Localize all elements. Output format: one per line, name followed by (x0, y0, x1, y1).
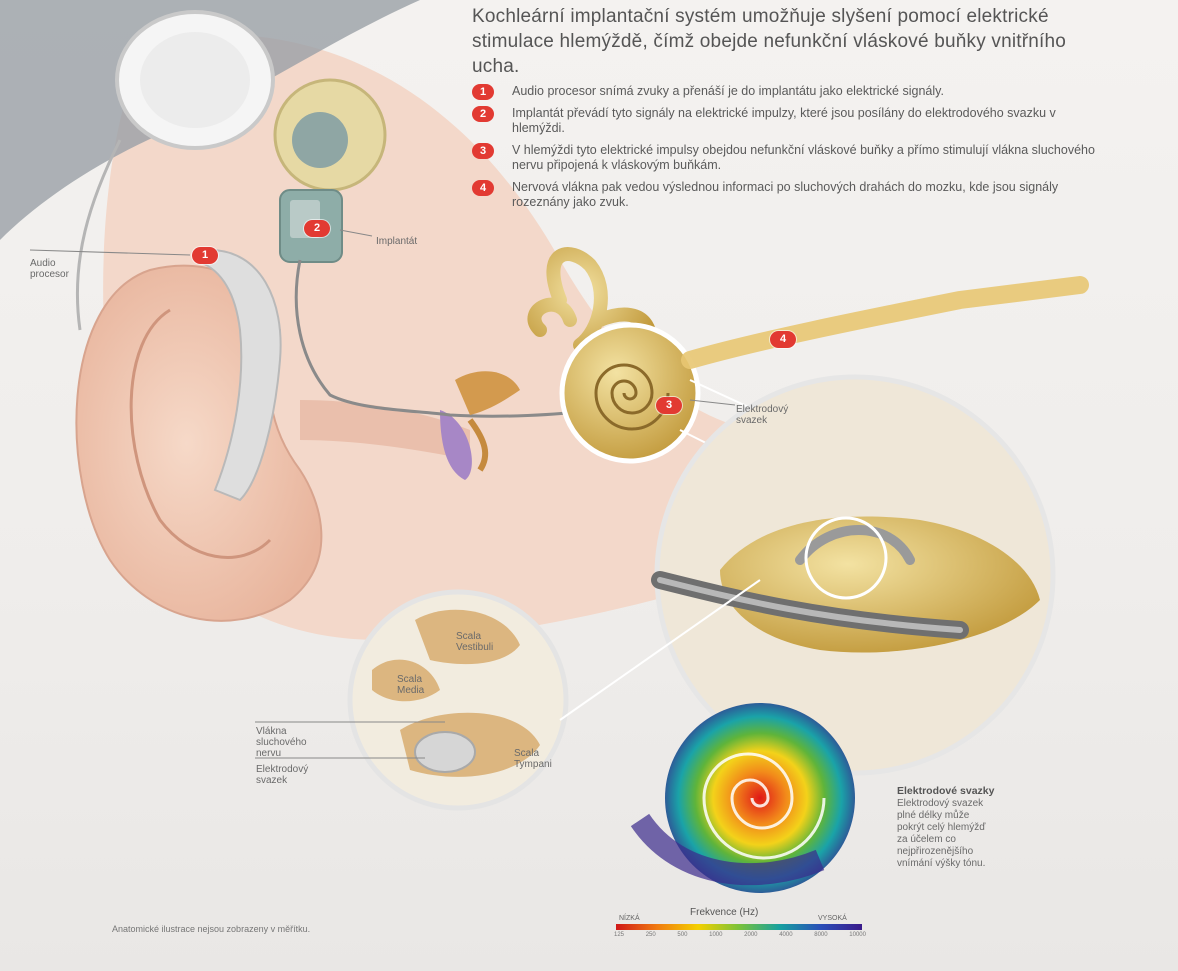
tick-label: 250 (646, 932, 656, 938)
frequency-scale-bar (616, 924, 862, 930)
label-implantat: Implantát (376, 236, 417, 247)
badge-2: 2 (304, 220, 330, 237)
footnote: Anatomické ilustrace nejsou zobrazeny v … (112, 924, 310, 934)
label-elektrodovy-svazek-2: Elektrodový svazek (256, 764, 316, 786)
tick-label: 8000 (814, 932, 827, 938)
tick-label: 500 (677, 932, 687, 938)
frequency-low: NÍZKÁ (619, 915, 640, 922)
step-number: 1 (472, 84, 494, 100)
step-number: 4 (472, 180, 494, 196)
label-scala-tympani: Scala Tympani (514, 748, 564, 770)
label-elektrodovy-svazek: Elektrodový svazek (736, 404, 806, 426)
frequency-ticks: 125 250 500 1000 2000 4000 8000 10000 (614, 932, 866, 938)
badge-1: 1 (192, 247, 218, 264)
step-1: 1 Audio procesor snímá zvuky a přenáší je… (472, 84, 1112, 99)
frequency-high: VYSOKÁ (818, 915, 847, 922)
badge-4: 4 (770, 331, 796, 348)
steps-list: 1 Audio procesor snímá zvuky a přenáší je… (472, 84, 1112, 217)
step-2: 2 Implantát převádí tyto signály na elekt… (472, 106, 1112, 136)
label-audio-procesor: Audio procesor (30, 258, 90, 280)
sidebar-title: Elektrodové svazky (897, 785, 994, 797)
tick-label: 1000 (709, 932, 722, 938)
step-text: Audio procesor snímá zvuky a přenáší je … (512, 84, 944, 98)
tick-label: 2000 (744, 932, 757, 938)
label-scala-vestibuli: Scala Vestibuli (456, 631, 506, 653)
tick-label: 10000 (849, 932, 866, 938)
badge-3: 3 (656, 397, 682, 414)
frequency-title: Frekvence (Hz) (690, 907, 758, 918)
cochlea-highlight (562, 325, 698, 461)
intro-text: Kochleární implantační systém umožňuje s… (472, 4, 1112, 79)
step-text: Implantát převádí tyto signály na elektr… (512, 106, 1056, 135)
sidebar-text: Elektrodový svazek plné délky může pokrý… (897, 798, 997, 870)
step-text: V hlemýždi tyto elektrické impulsy obejd… (512, 143, 1095, 172)
tick-label: 4000 (779, 932, 792, 938)
step-3: 3 V hlemýždi tyto elektrické impulsy obej… (472, 143, 1112, 173)
label-vlakna: Vlákna sluchového nervu (256, 726, 316, 759)
label-scala-media: Scala Media (397, 674, 437, 696)
step-text: Nervová vlákna pak vedou výslednou infor… (512, 180, 1058, 209)
step-number: 2 (472, 106, 494, 122)
step-number: 3 (472, 143, 494, 159)
step-4: 4 Nervová vlákna pak vedou výslednou info… (472, 180, 1112, 210)
tick-label: 125 (614, 932, 624, 938)
auditory-nerve (690, 285, 1080, 360)
